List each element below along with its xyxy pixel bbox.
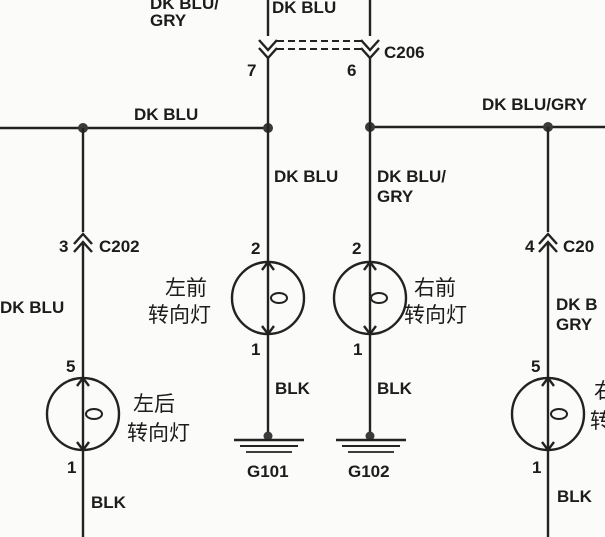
front-right-pin-bottom: 1 <box>353 340 362 359</box>
wire-label-right-vertical-a: DK B <box>556 295 598 314</box>
wire-label-pin6-down-a: DK BLU/ <box>377 167 446 186</box>
ground-label-g101: G101 <box>247 462 289 481</box>
wire-label-blk-rear-right: BLK <box>557 487 593 506</box>
wire-label-bus-right: DK BLU/GRY <box>482 95 588 114</box>
wire-label-blk-front-right: BLK <box>377 379 413 398</box>
c202-chevron-upper <box>73 232 93 245</box>
rear-right-lamp-label-2: 转 <box>590 409 605 433</box>
connector-c206: C206 7 6 <box>247 39 425 80</box>
front-left-pin-bottom: 1 <box>251 340 260 359</box>
c202-pin: 3 <box>59 237 68 256</box>
wire-label-right-vertical-b: GRY <box>556 315 593 334</box>
wire-label-blk-rear-left: BLK <box>91 493 127 512</box>
wire-label-top-left-a: DK BLU/ <box>150 0 219 13</box>
front-right-lamp-arrow-top <box>363 260 377 271</box>
c20x-chevron-lower <box>538 240 558 253</box>
g102-ground-dot <box>365 431 375 441</box>
wire-label-top-mid: DK BLU <box>272 0 336 17</box>
front-left-lamp-label-1: 左前 <box>165 276 207 300</box>
ground-g102: G102 <box>336 431 406 481</box>
front-right-pin-top: 2 <box>352 239 361 258</box>
wire-label-top-left-b: GRY <box>150 11 187 30</box>
c20x-chevron-upper <box>538 232 558 245</box>
front-right-lamp-label-2: 转向灯 <box>404 303 467 327</box>
connector-c20x: 4 C20 <box>525 232 594 256</box>
c20x-pin: 4 <box>525 237 535 256</box>
front-left-lamp-label-2: 转向灯 <box>148 303 211 327</box>
rear-left-turn-lamp <box>45 376 121 452</box>
rear-left-lamp-label-1: 左后 <box>133 392 175 416</box>
wire-label-pin6-down-b: GRY <box>377 187 414 206</box>
g101-ground-dot <box>263 431 273 441</box>
rear-left-pin-top: 5 <box>66 357 75 376</box>
rear-left-lamp-arrow-top <box>76 376 90 387</box>
ground-g101: G101 <box>234 431 304 481</box>
connector-label-c20x: C20 <box>563 237 594 256</box>
c206-pin7-chevron-upper <box>258 39 278 52</box>
c206-pin6-chevron-upper <box>360 39 380 52</box>
front-right-lamp-filament <box>370 292 388 304</box>
c202-chevron-lower <box>73 240 93 253</box>
wire-label-bus-left: DK BLU <box>134 105 198 124</box>
front-left-lamp-arrow-top <box>261 260 275 271</box>
rear-left-lamp-label-2: 转向灯 <box>127 421 190 445</box>
rear-right-pin-top: 5 <box>531 357 540 376</box>
rear-right-lamp-filament <box>550 408 568 420</box>
front-right-turn-lamp <box>332 260 408 336</box>
rear-left-lamp-filament <box>85 408 103 420</box>
front-left-pin-top: 2 <box>251 239 260 258</box>
front-left-turn-lamp <box>230 260 306 336</box>
rear-right-turn-lamp <box>510 376 586 452</box>
wire-label-pin7-down: DK BLU <box>274 167 338 186</box>
c206-pin-right: 6 <box>347 61 356 80</box>
rear-right-lamp-label-1: 右 <box>594 379 605 403</box>
connector-c202: 3 C202 <box>59 232 140 256</box>
c206-pin-left: 7 <box>247 61 256 80</box>
wire-label-blk-front-left: BLK <box>275 379 311 398</box>
rear-right-pin-bottom: 1 <box>532 458 541 477</box>
ground-label-g102: G102 <box>348 462 390 481</box>
rear-left-pin-bottom: 1 <box>67 458 76 477</box>
rear-right-lamp-arrow-top <box>541 376 555 387</box>
front-right-lamp-label-1: 右前 <box>414 276 456 300</box>
front-left-lamp-filament <box>270 292 288 304</box>
connector-label-c206: C206 <box>384 43 425 62</box>
connector-label-c202: C202 <box>99 237 140 256</box>
wire-label-left-vertical: DK BLU <box>0 298 64 317</box>
